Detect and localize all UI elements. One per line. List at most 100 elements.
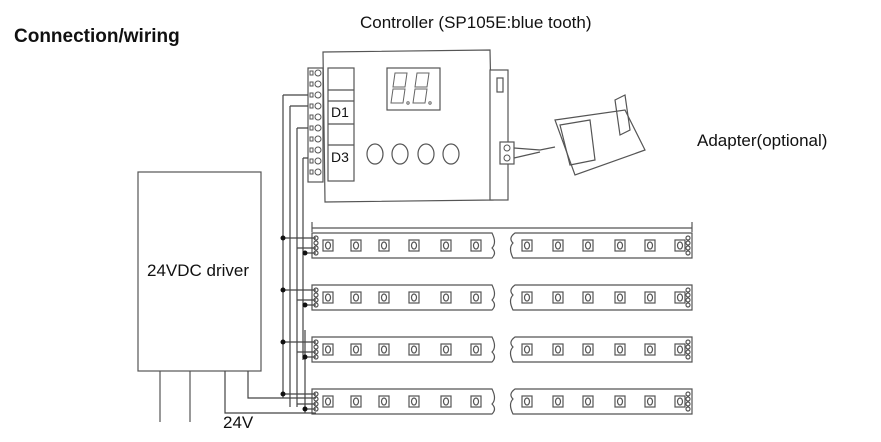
controller-button [442,143,460,165]
terminal-screw [314,157,322,165]
terminal-slot [309,136,314,142]
terminal-screw [314,113,322,121]
led-chip-lens [646,345,654,354]
terminal-slot [309,169,314,175]
led-chip-lens [616,293,624,302]
led-chip-lens [584,397,592,406]
strip-output-pad [685,339,691,345]
strip-input-pad [313,240,319,246]
controller-side-panel [489,69,509,201]
controller-button [366,143,384,165]
led-chip-lens [523,241,531,250]
controller-wire [283,94,308,159]
voltage-label: 24V [223,413,254,432]
junction-node [302,354,308,360]
led-chip-lens [676,397,684,406]
power-terminal [499,141,515,165]
junction-node [280,287,286,293]
controller-button [417,143,435,165]
terminal-slot [309,158,314,164]
led-chip-lens [472,241,480,250]
led-chip-lens [646,397,654,406]
led-chip-lens [554,397,562,406]
strip-output-pad [685,344,691,350]
strip-input-pad [313,292,319,298]
led-chip-lens [380,293,388,302]
led-chip-lens [584,293,592,302]
led-chip-lens [616,241,624,250]
led-chip-lens [646,293,654,302]
led-chip-lens [472,293,480,302]
led-strip-segment [311,336,496,363]
digit-segment [390,72,408,104]
led-chip-lens [410,397,418,406]
led-chip-lens [554,293,562,302]
strip-output-pad [685,235,691,241]
strip-output-pad [685,287,691,293]
power-screw [503,144,511,152]
driver-negative-wire [224,371,316,414]
terminal-screw [314,135,322,143]
junction-node [280,235,286,241]
driver-label: 24VDC driver [147,261,250,280]
led-chip-lens [472,397,480,406]
strip-output-pad [685,349,691,355]
port-d3-label: D3 [331,149,349,165]
port-d1-label: D1 [331,104,349,120]
led-chip-lens [442,345,450,354]
terminal-slot [309,81,314,87]
led-chip-lens [410,345,418,354]
terminal-screw [314,80,322,88]
digit-dot [406,101,410,105]
junction-node [280,339,286,345]
digit-segment [412,72,430,104]
strip-output-pad [685,396,691,402]
strip-output-pad [685,240,691,246]
led-chip-lens [352,397,360,406]
led-chip-lens [352,241,360,250]
led-chip-lens [352,293,360,302]
led-strip-segment [311,284,496,311]
led-chip-lens [380,397,388,406]
led-chip-lens [616,345,624,354]
led-strip-segment [311,232,496,259]
terminal-slot [309,92,314,98]
led-chip-lens [616,397,624,406]
adapter-label: Adapter(optional) [697,131,828,150]
led-chip-lens [554,241,562,250]
strip-output-pad [685,391,691,397]
led-strip-segment [311,388,496,415]
terminal-screw [314,102,322,110]
terminal-screw [314,69,322,77]
led-chip-lens [442,397,450,406]
led-chip-lens [584,241,592,250]
strip-output-pad [685,401,691,407]
terminal-slot [309,147,314,153]
strip-output-pad [685,245,691,251]
strip-output-pad [685,292,691,298]
terminal-screw [314,168,322,176]
led-strip-segment [509,388,693,415]
led-chip-lens [442,293,450,302]
strip-output-pad [685,406,691,412]
junction-node [302,302,308,308]
page-title: Connection/wiring [14,26,180,47]
junction-node [302,250,308,256]
led-chip-lens [646,241,654,250]
led-strip-segment [509,336,693,363]
led-chip-lens [523,397,531,406]
led-chip-lens [554,345,562,354]
led-chip-lens [584,345,592,354]
terminal-slot [309,103,314,109]
led-chip-lens [324,293,332,302]
strip-output-pad [685,302,691,308]
led-chip-lens [324,345,332,354]
controller-label: Controller (SP105E:blue tooth) [360,13,592,32]
led-chip-lens [676,241,684,250]
led-chip-lens [410,241,418,250]
led-chip-lens [352,345,360,354]
led-chip-lens [324,397,332,406]
adapter-icon [554,109,646,176]
terminal-slot [309,125,314,131]
